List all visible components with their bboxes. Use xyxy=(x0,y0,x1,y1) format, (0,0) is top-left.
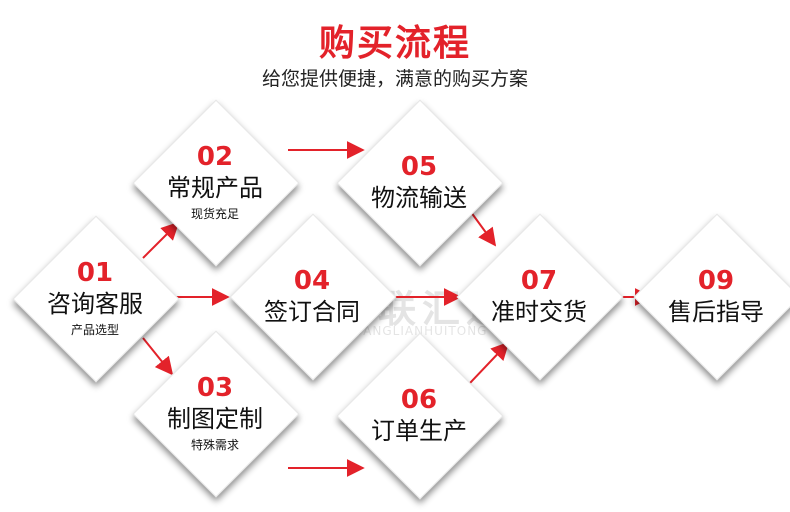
step-number: 05 xyxy=(400,152,438,182)
step-number: 04 xyxy=(293,266,331,296)
step-05-logistics: 05 物流输送 xyxy=(336,99,504,267)
arrow-01-03 xyxy=(142,337,174,376)
step-06-production: 06 订单生产 xyxy=(336,332,504,500)
arrow-05-07 xyxy=(467,207,497,247)
step-label: 售后指导 xyxy=(668,298,764,326)
watermark-latin: CHUANGLIANHUITONG xyxy=(334,324,488,338)
step-label: 准时交货 xyxy=(491,298,587,326)
step-number: 06 xyxy=(400,385,438,415)
step-04-contract: 04 签订合同 xyxy=(229,213,397,381)
step-sublabel: 产品选型 xyxy=(70,323,119,337)
step-number: 09 xyxy=(697,266,735,296)
arrow-06-07 xyxy=(469,341,510,384)
step-number: 07 xyxy=(520,266,558,296)
step-number: 03 xyxy=(196,373,234,403)
step-label: 制图定制 xyxy=(167,405,263,433)
step-label: 物流输送 xyxy=(371,184,467,212)
page-subtitle: 给您提供便捷，满意的购买方案 xyxy=(261,68,528,90)
page-title: 购买流程 xyxy=(318,23,471,64)
step-number: 02 xyxy=(196,142,234,172)
step-07-delivery: 07 准时交货 xyxy=(456,213,624,381)
step-label: 订单生产 xyxy=(371,417,467,445)
step-label: 咨询客服 xyxy=(47,290,143,318)
step-number: 01 xyxy=(76,258,114,288)
step-01-consult: 01 咨询客服 产品选型 xyxy=(12,215,180,383)
step-02-standard-product: 02 常规产品 现货充足 xyxy=(132,99,300,267)
step-03-custom-drawing: 03 制图定制 特殊需求 xyxy=(132,330,300,498)
arrow-01-02 xyxy=(142,221,180,259)
step-sublabel: 特殊需求 xyxy=(190,438,239,452)
step-sublabel: 现货充足 xyxy=(190,207,239,221)
step-label: 常规产品 xyxy=(167,174,263,202)
step-09-after-sales: 09 售后指导 xyxy=(633,213,790,381)
step-label: 签订合同 xyxy=(264,298,360,326)
